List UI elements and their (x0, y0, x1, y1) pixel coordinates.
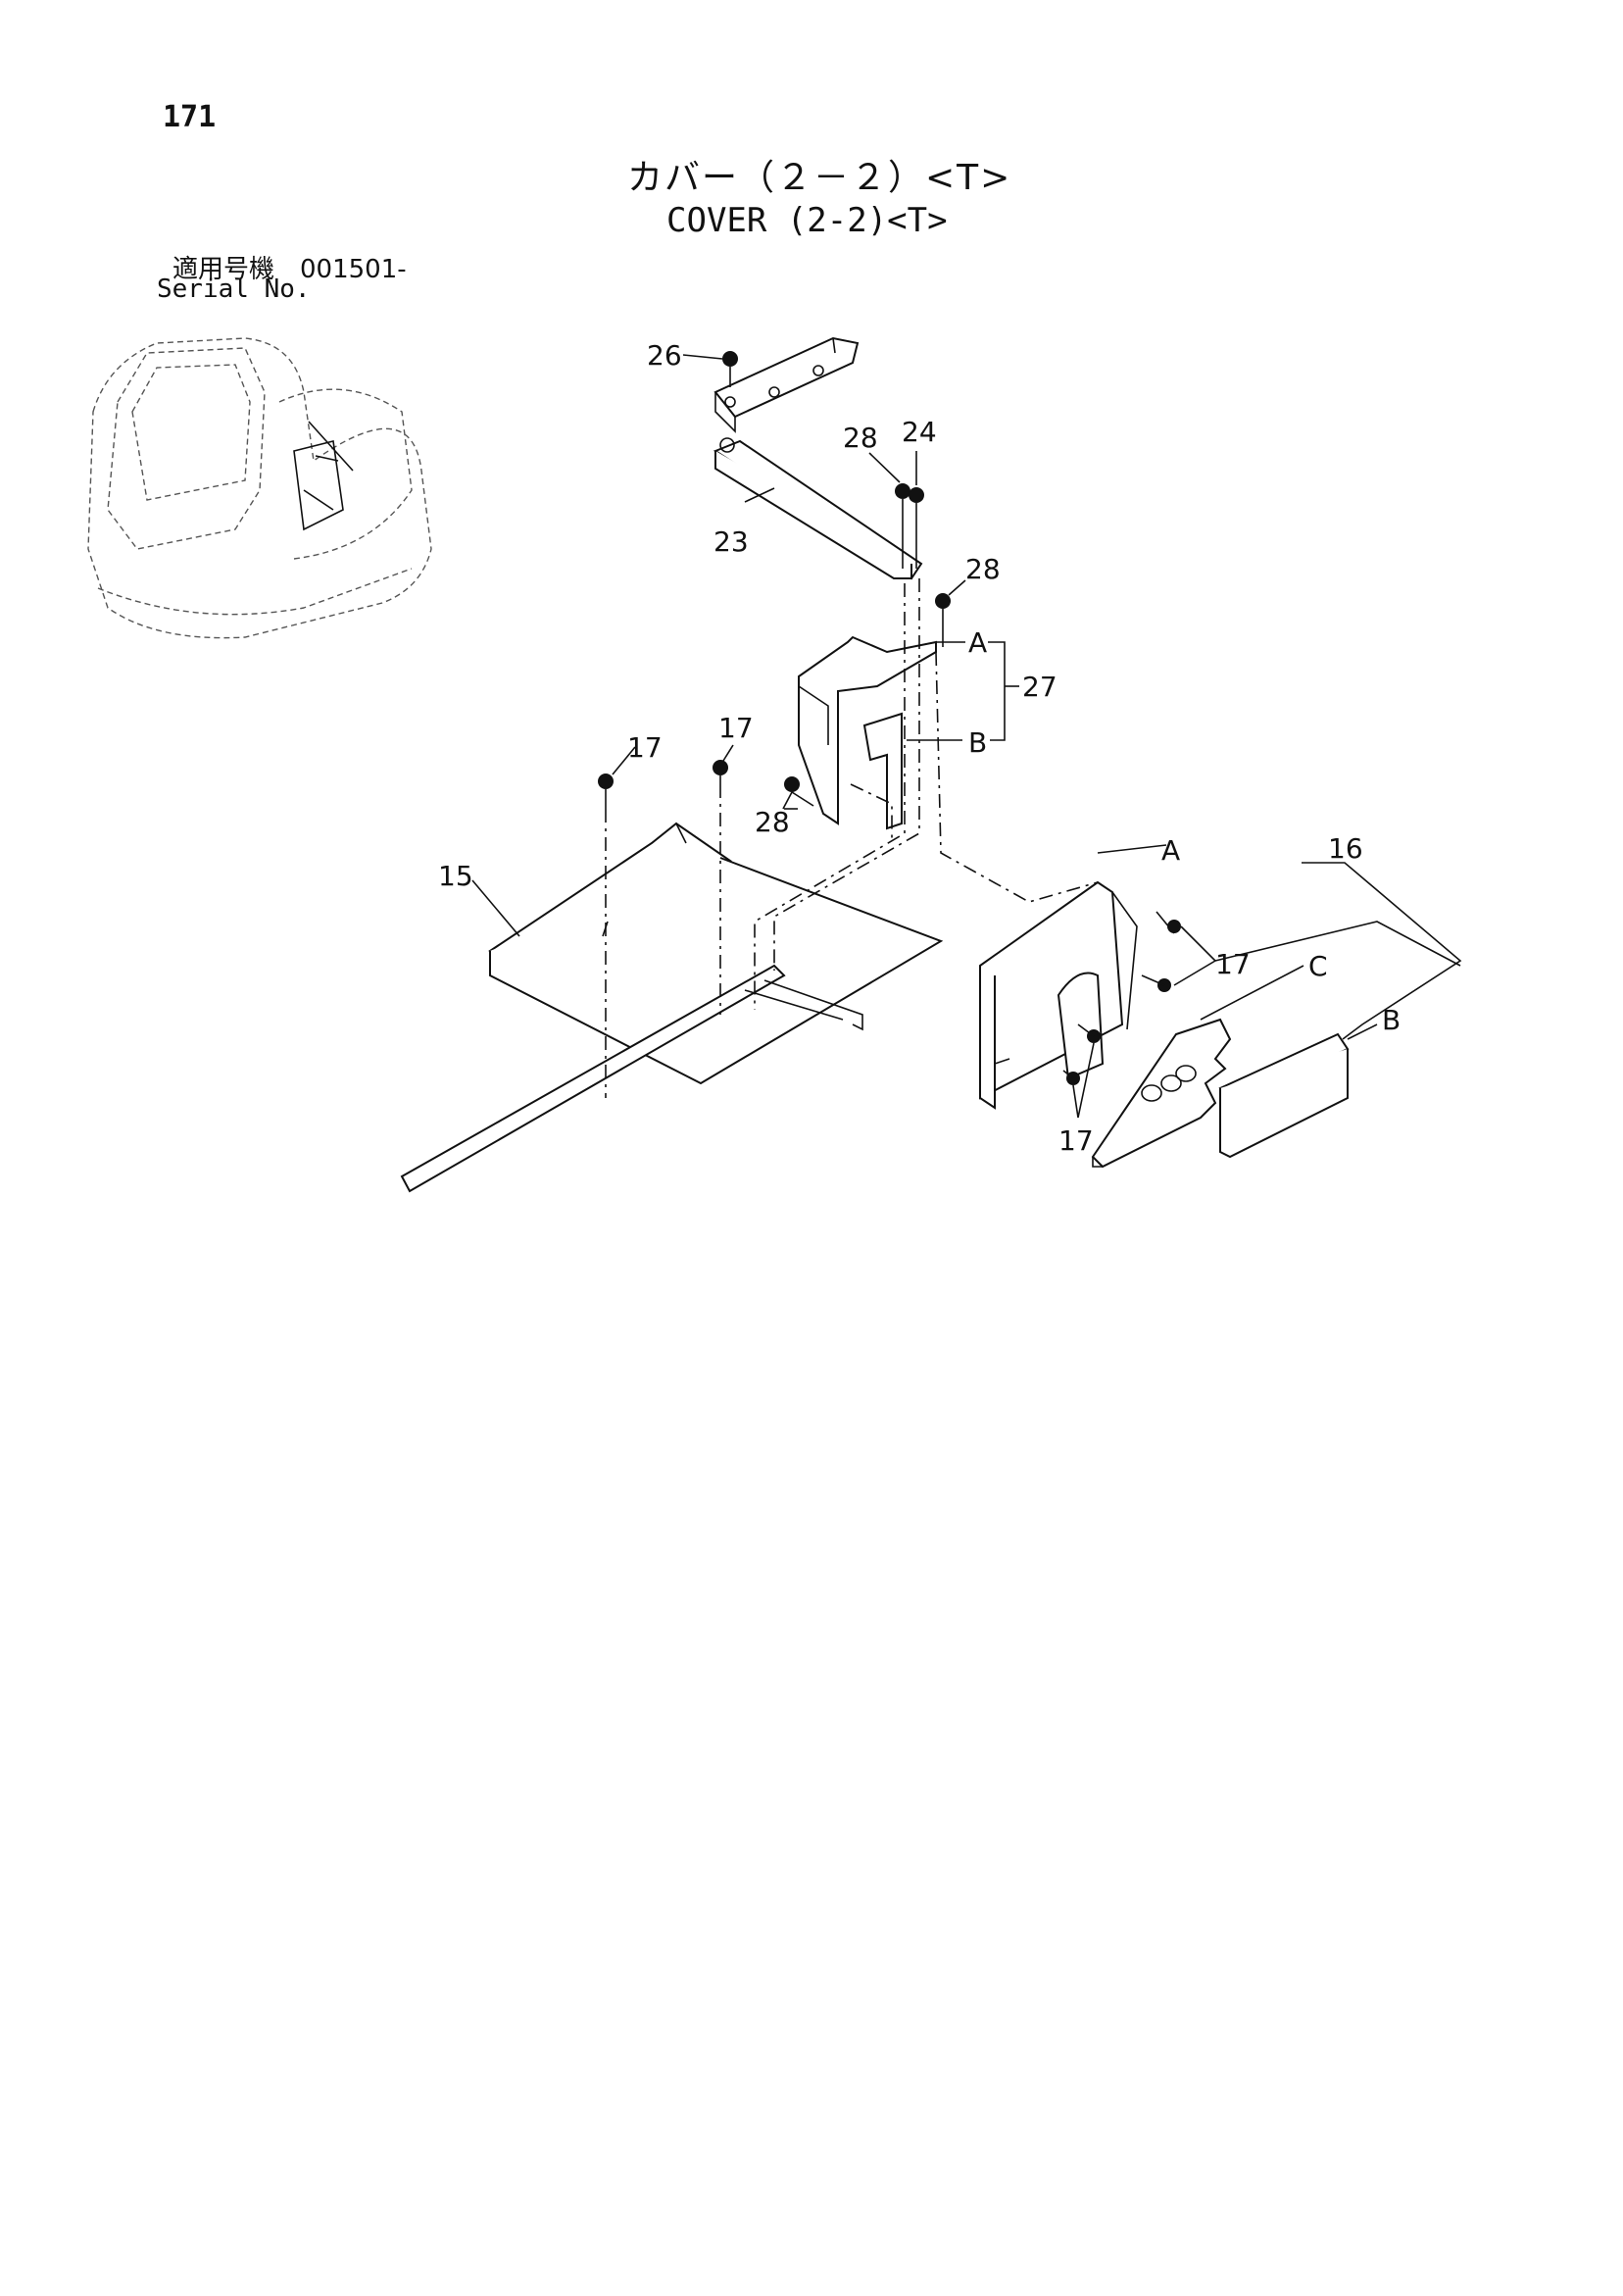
part-c-plate (1091, 1018, 1232, 1169)
bolt-17-b-icon (713, 760, 728, 784)
bolt-17-d1-icon (1077, 1023, 1101, 1043)
serial-number-label-english: Serial No. (157, 275, 311, 304)
leader-lines (471, 354, 1462, 1119)
part-27-cover-plate (798, 635, 937, 830)
bolt-26-icon (722, 351, 738, 387)
bolt-28-low-icon (784, 776, 814, 807)
callout-17-d: 17 (1058, 1124, 1094, 1157)
callout-17-a: 17 (627, 731, 663, 764)
callout-ref-a-2: A (1161, 834, 1180, 867)
page-number: 171 (163, 100, 217, 134)
part-b-pad (1218, 1032, 1350, 1159)
callout-27: 27 (1022, 671, 1057, 703)
part-23-frame (713, 437, 923, 580)
rail-bar (400, 964, 863, 1193)
callout-16: 16 (1328, 832, 1363, 865)
bolt-17-d2-icon (1062, 1070, 1080, 1085)
callout-23: 23 (713, 525, 749, 558)
callout-24: 24 (902, 416, 937, 448)
serial-number-label-japanese: 適用号機 001501- (172, 255, 407, 284)
bolt-17-c1-icon (1156, 911, 1181, 934)
callout-15: 15 (438, 860, 473, 892)
callout-17-b: 17 (718, 712, 754, 744)
bolt-17-a-icon (598, 774, 614, 809)
diagram-title-japanese: カバー（２－２）<T> (627, 158, 1012, 198)
bolt-17-c2-icon (1141, 974, 1171, 992)
callout-ref-b-1: B (968, 726, 987, 759)
part-26-bracket (713, 336, 860, 433)
callout-labels: 26 28 24 23 28 A 27 B 17 17 28 15 16 A 1… (438, 339, 1401, 1157)
assembly-center-lines (605, 578, 1099, 1098)
callout-17-c: 17 (1215, 948, 1251, 980)
diagram-title-english: COVER (2-2)<T> (666, 201, 948, 240)
part-16-side-cover (979, 880, 1138, 1110)
callout-28-low: 28 (755, 806, 790, 838)
callout-26: 26 (647, 339, 682, 372)
bolt-24-icon (909, 487, 924, 569)
callout-28-mid: 28 (965, 553, 1001, 585)
bolt-28-top-icon (895, 483, 910, 569)
callout-ref-a-1: A (968, 626, 987, 659)
callout-ref-b-2: B (1382, 1004, 1401, 1036)
part-15-floor-plate (488, 822, 944, 1085)
bolt-28-mid-icon (935, 593, 951, 647)
callout-ref-c: C (1308, 950, 1328, 982)
bolt-icons (598, 351, 1181, 1085)
callout-28-top: 28 (843, 422, 878, 454)
excavator-location-thumbnail (87, 337, 432, 639)
